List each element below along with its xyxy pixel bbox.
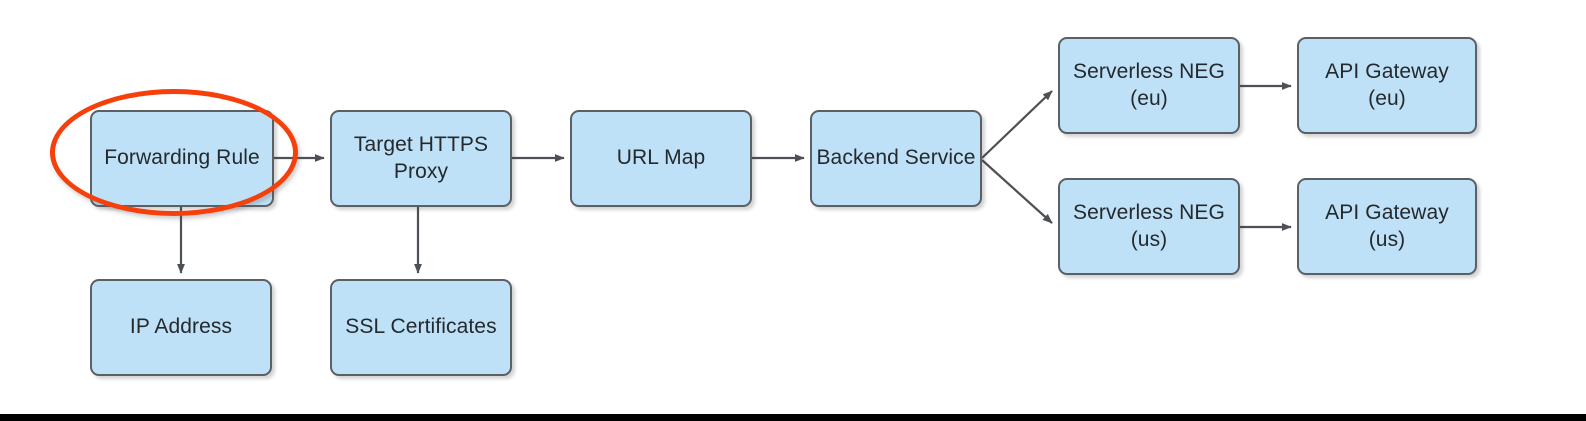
node-backend-service[interactable]: Backend Service [810,110,982,207]
node-serverless-neg-eu[interactable]: Serverless NEG (eu) [1058,37,1240,134]
node-ssl-certificates[interactable]: SSL Certificates [330,279,512,376]
node-serverless-neg-us[interactable]: Serverless NEG (us) [1058,178,1240,275]
node-api-gateway-eu[interactable]: API Gateway (eu) [1297,37,1477,134]
node-target-https-proxy[interactable]: Target HTTPS Proxy [330,110,512,207]
node-url-map[interactable]: URL Map [570,110,752,207]
node-ip-address[interactable]: IP Address [90,279,272,376]
edge-backend-to-neg-eu [981,90,1053,159]
edge-backend-to-neg-us [981,159,1053,224]
bottom-border-rule [0,414,1586,421]
node-api-gateway-us[interactable]: API Gateway (us) [1297,178,1477,275]
highlight-ellipse-forwarding-rule [50,89,298,216]
